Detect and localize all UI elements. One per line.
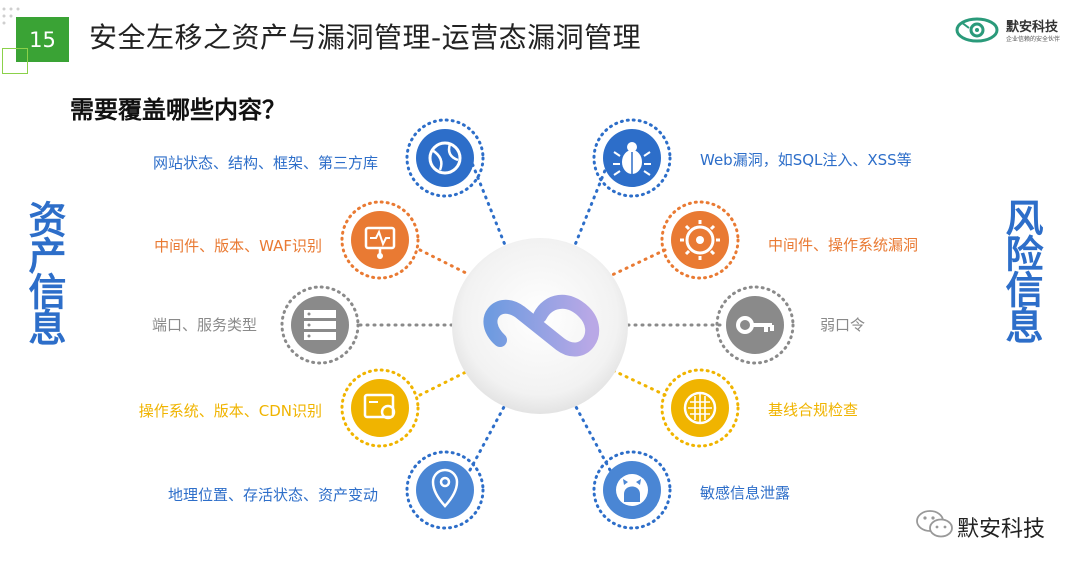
connector-line: [418, 248, 472, 277]
right-item-label: 基线合规检查: [768, 401, 859, 419]
connector-line: [610, 368, 667, 397]
left-item-label: 端口、服务类型: [151, 316, 257, 334]
watermark-text: 默安科技: [957, 517, 1046, 542]
right-item-label: 弱口令: [820, 316, 866, 334]
logo-subtitle: 企业信赖的安全伙伴: [1006, 36, 1061, 43]
bug-icon: [592, 118, 672, 198]
connector-line: [418, 368, 472, 397]
left-group-label: 资产信息: [22, 200, 66, 344]
right-item-label: 中间件、操作系统漏洞: [768, 236, 919, 254]
slide-number: 15: [16, 17, 69, 62]
connector-line: [468, 403, 507, 472]
right-item-label: 敏感信息泄露: [700, 484, 791, 502]
right-group-label: 风险信息: [999, 198, 1043, 342]
right-item-label: Web漏洞，如SQL注入、XSS等: [700, 151, 912, 169]
connector-line: [573, 403, 612, 472]
left-item-label: 中间件、版本、WAF识别: [154, 237, 322, 255]
page-title: 安全左移之资产与漏洞管理-运营态漏洞管理: [89, 21, 642, 54]
left-item-label: 地理位置、存活状态、资产变动: [167, 486, 378, 504]
decorative-square: [2, 48, 28, 74]
globe-icon: [405, 118, 485, 198]
monitor-icon: [340, 200, 420, 280]
key-icon: [715, 285, 795, 365]
server-icon: [280, 285, 360, 365]
connector-line: [468, 156, 507, 247]
compliance-grid-icon: [660, 368, 740, 448]
decorative-dots: [0, 3, 28, 43]
section-heading: 需要覆盖哪些内容？: [70, 96, 286, 124]
logo-text: 默安科技: [1006, 20, 1059, 35]
infinity-logo-icon: [483, 295, 600, 357]
virus-icon: [660, 200, 740, 280]
connector-line: [573, 156, 612, 247]
github-icon: [592, 450, 672, 530]
wechat-icon: [915, 508, 955, 544]
company-logo: [955, 12, 1065, 48]
left-item-label: 网站状态、结构、框架、第三方库: [152, 154, 378, 172]
connector-line: [610, 248, 667, 277]
settings-screen-icon: [340, 368, 420, 448]
location-pin-icon: [405, 450, 485, 530]
left-item-label: 操作系统、版本、CDN识别: [138, 402, 322, 420]
